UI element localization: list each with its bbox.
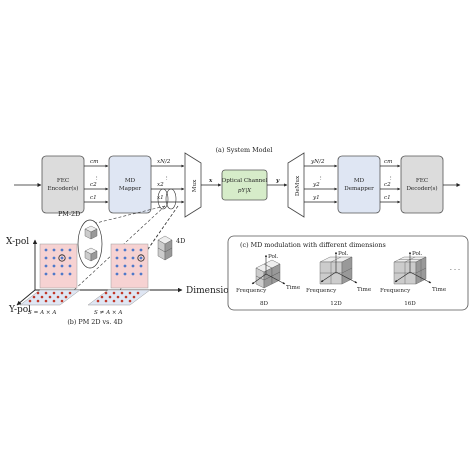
enc-output-c2: c2 xyxy=(90,182,97,188)
demux-output-dots: ⋮ xyxy=(318,176,324,182)
right-highlight-point xyxy=(137,254,145,262)
x-pol-label: X-pol xyxy=(6,237,29,247)
fec-encoder-box xyxy=(41,155,85,214)
demux-output-y1: y1 xyxy=(312,195,320,201)
fec-decoder-box xyxy=(400,155,444,214)
fourd-label: 4D xyxy=(176,237,185,245)
cube-16d xyxy=(393,256,427,285)
demap-output-c2: c2 xyxy=(384,182,391,188)
pm2d-cube-bottom xyxy=(84,247,98,262)
axis-12d-freq-label: Frequency xyxy=(306,288,337,294)
optical-channel-box xyxy=(221,169,268,201)
right-red-constellation xyxy=(96,291,140,303)
equation-right: S ≠ A × A xyxy=(94,310,122,316)
fec-decoder-label-2: Decoder(s) xyxy=(406,185,437,192)
caption-md-modulation: (c) MD modulation with different dimensi… xyxy=(240,241,386,249)
map-output-dots: ⋮ xyxy=(164,176,170,182)
enc-output-cm: cm xyxy=(90,159,98,165)
left-red-constellation xyxy=(28,291,72,303)
optical-channel-label-2: pY|X xyxy=(238,188,252,194)
axis-8d-freq xyxy=(251,273,267,285)
fec-decoder-label-1: FEC xyxy=(416,178,428,184)
label-8d: 8D xyxy=(260,301,269,307)
mux-block xyxy=(184,152,202,218)
axis-16d-freq xyxy=(394,271,411,283)
md-demapper-label-2: Demapper xyxy=(344,186,374,192)
demap-output-cm: cm xyxy=(384,159,392,165)
caption-system-model: (a) System Model xyxy=(216,146,273,154)
fec-encoder-label-2: Encoder(s) xyxy=(48,185,79,192)
axis-12d-time-label: Time xyxy=(357,287,372,293)
demux-block xyxy=(287,152,305,218)
pm2d-cube-top xyxy=(84,225,98,240)
cube-8d xyxy=(255,259,281,289)
fec-encoder-label-1: FEC xyxy=(57,178,69,184)
demux-label: DeMux xyxy=(295,175,301,196)
demap-output-c1: c1 xyxy=(384,195,391,201)
pm2d-label: PM-2D xyxy=(58,210,80,218)
axis-8d-pol-label: Pol. xyxy=(268,254,279,260)
axis-8d-time xyxy=(265,273,286,285)
optical-channel-label-1: Optical Channel xyxy=(222,178,268,184)
map-output-x2: x2 xyxy=(157,182,164,188)
map-output-xn: xN/2 xyxy=(157,159,171,165)
left-highlight-point xyxy=(58,254,66,262)
map-output-x1: x1 xyxy=(157,195,164,201)
demap-output-dots: ⋮ xyxy=(388,176,394,182)
channel-output-y: y xyxy=(275,178,280,184)
axis-16d-time-label: Time xyxy=(432,287,447,293)
demux-output-yn: yN/2 xyxy=(310,159,325,165)
md-demapper-box xyxy=(337,155,381,214)
caption-pm2d-vs-4d: (b) PM 2D vs. 4D xyxy=(67,318,122,326)
axis-16d-time xyxy=(409,271,432,284)
fourd-cube xyxy=(157,235,173,261)
dimension-label: Dimension xyxy=(186,286,235,296)
label-16d: 16D xyxy=(404,301,416,307)
left-blue-constellation xyxy=(44,248,72,276)
axis-8d-freq-label: Frequency xyxy=(236,288,267,294)
axis-12d-pol-label: Pol. xyxy=(338,251,349,257)
axis-16d-pol-label: Pol. xyxy=(412,251,423,257)
enc-output-c1: c1 xyxy=(90,195,97,201)
md-mapper-label-1: MD xyxy=(125,178,136,184)
axis-12d-freq xyxy=(320,271,337,283)
axis-8d-time-label: Time xyxy=(286,285,301,291)
y-pol-label: Y-pol xyxy=(8,305,31,315)
label-12d: 12D xyxy=(330,301,342,307)
axis-16d-freq-label: Frequency xyxy=(380,288,411,294)
output-ellipse-2 xyxy=(157,188,169,210)
enc-output-dots: ⋮ xyxy=(94,176,100,182)
axis-12d-time xyxy=(335,271,358,284)
demux-output-y2: y2 xyxy=(312,182,320,188)
md-mapper-label-2: Mapper xyxy=(119,186,142,192)
output-ellipse-1 xyxy=(165,188,177,210)
right-blue-constellation xyxy=(115,248,143,276)
mux-output-x: x xyxy=(208,178,213,184)
md-mapper-box xyxy=(108,155,152,214)
mux-label: Mux xyxy=(192,179,198,192)
cube-12d xyxy=(319,256,353,285)
ellipsis: · · · xyxy=(450,266,460,274)
md-demapper-label-1: MD xyxy=(354,178,365,184)
dashed-link-1 xyxy=(87,205,166,226)
equation-left: S = A × A xyxy=(28,310,56,316)
y-pol-axis xyxy=(16,289,36,306)
